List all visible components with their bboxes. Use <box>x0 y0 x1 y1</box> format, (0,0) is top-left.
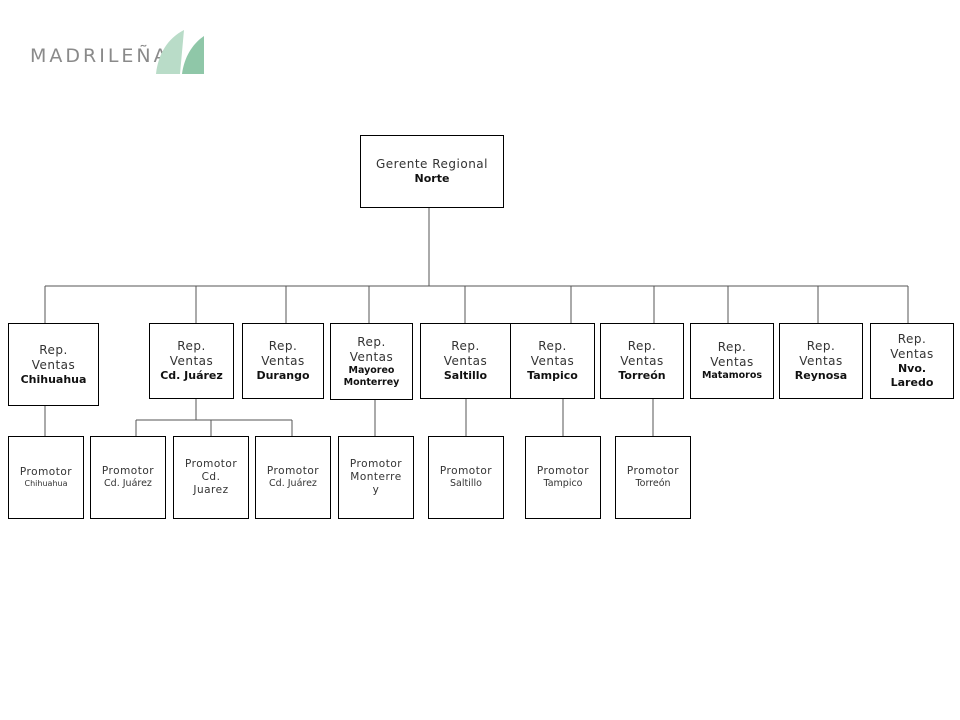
org-node-promotor-saltillo: Promotor Saltillo <box>428 436 504 519</box>
org-node-rep-matamoros: Rep. Ventas Matamoros <box>690 323 774 399</box>
node-subtitle: Torreón <box>635 478 671 490</box>
node-title: Rep. Ventas <box>710 340 754 370</box>
node-title: Rep. Ventas <box>620 339 664 369</box>
node-subtitle: Matamoros <box>701 370 763 382</box>
node-title: Promotor <box>626 465 680 477</box>
brand-logo: MADRILEÑA <box>30 28 210 78</box>
org-node-promotor-cd-juarez-2: Promotor Cd. Juarez <box>173 436 249 519</box>
node-subtitle: Tampico <box>527 369 578 383</box>
node-subtitle: Norte <box>414 172 450 186</box>
node-subtitle: Tampico <box>543 478 583 490</box>
org-node-rep-tampico: Rep. Ventas Tampico <box>510 323 595 399</box>
node-title: Promotor <box>439 465 493 477</box>
brand-name: MADRILEÑA <box>30 45 170 67</box>
org-node-root: Gerente Regional Norte <box>360 135 504 208</box>
node-title: Rep. Ventas <box>443 339 488 369</box>
node-subtitle: Mayoreo Monterrey <box>343 364 400 388</box>
node-subtitle: Saltillo <box>450 478 482 490</box>
node-title: Rep. Ventas <box>31 342 76 372</box>
org-node-rep-durango: Rep. Ventas Durango <box>242 323 324 399</box>
node-subtitle: Reynosa <box>794 369 848 383</box>
node-subtitle: Torreón <box>618 369 666 383</box>
org-node-promotor-torreon: Promotor Torreón <box>615 436 691 519</box>
org-node-promotor-chihuahua: Promotor Chihuahua <box>8 436 84 519</box>
leaf-logo-icon <box>156 30 204 74</box>
org-node-rep-chihuahua: Rep. Ventas Chihuahua <box>8 323 99 406</box>
node-title: Promotor Cd. Juarez <box>185 457 238 497</box>
org-node-rep-torreon: Rep. Ventas Torreón <box>600 323 684 399</box>
node-subtitle: Cd. Juárez <box>269 478 317 490</box>
node-title: Rep. Ventas <box>799 339 843 369</box>
node-title: Promotor <box>536 465 590 477</box>
node-title: Rep. Ventas <box>890 332 934 362</box>
org-node-rep-nvo-laredo: Rep. Ventas Nvo. Laredo <box>870 323 954 399</box>
node-title: Rep. Ventas <box>530 339 575 369</box>
node-subtitle: Chihuahua <box>20 372 87 386</box>
org-node-rep-reynosa: Rep. Ventas Reynosa <box>779 323 863 399</box>
node-subtitle: Cd. Juárez <box>104 478 152 490</box>
org-node-rep-mayoreo-monterrey: Rep. Ventas Mayoreo Monterrey <box>330 323 413 400</box>
node-title: Rep. Ventas <box>349 334 394 364</box>
node-title: Rep. Ventas <box>169 339 214 369</box>
node-title: Promotor <box>101 465 155 477</box>
node-subtitle: Chihuahua <box>24 479 68 489</box>
org-node-rep-saltillo: Rep. Ventas Saltillo <box>420 323 511 399</box>
org-node-promotor-monterrey: Promotor Monterre y <box>338 436 414 519</box>
org-node-rep-cd-juarez: Rep. Ventas Cd. Juárez <box>149 323 234 399</box>
org-node-promotor-cd-juarez-1: Promotor Cd. Juárez <box>90 436 166 519</box>
node-subtitle: Saltillo <box>443 369 488 383</box>
node-subtitle: Durango <box>256 369 310 383</box>
org-node-promotor-cd-juarez-3: Promotor Cd. Juárez <box>255 436 331 519</box>
node-subtitle: Cd. Juárez <box>160 369 223 383</box>
org-node-promotor-tampico: Promotor Tampico <box>525 436 601 519</box>
node-title: Gerente Regional <box>375 157 488 172</box>
node-title: Promotor Monterre y <box>349 457 403 497</box>
node-title: Promotor <box>19 465 73 478</box>
node-subtitle: Nvo. Laredo <box>890 362 934 389</box>
node-title: Rep. Ventas <box>261 339 305 369</box>
node-title: Promotor <box>266 465 320 477</box>
